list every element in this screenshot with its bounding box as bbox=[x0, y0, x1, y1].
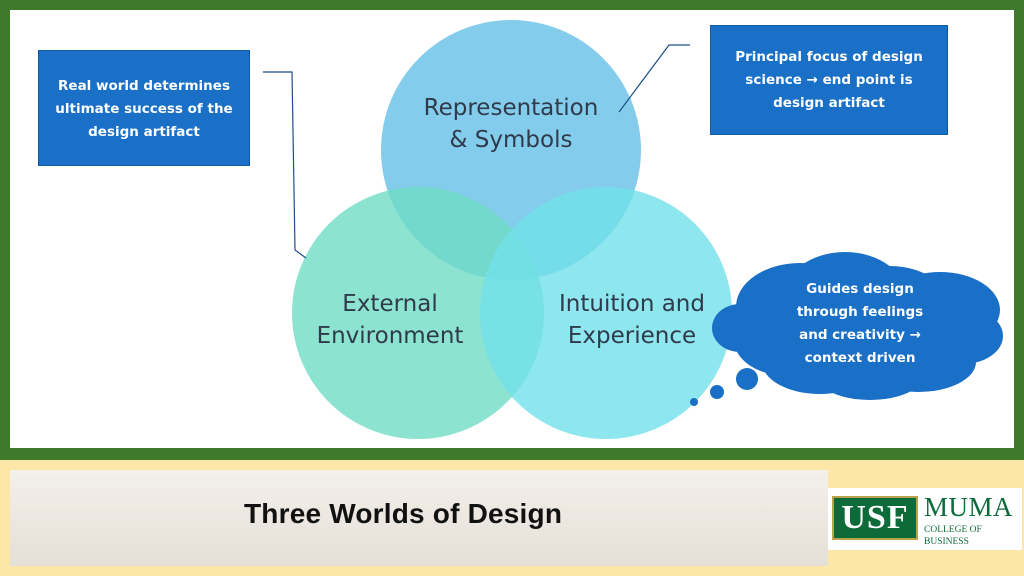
thought-cloud bbox=[712, 252, 1003, 400]
circle-label-intuition: Intuition and Experience bbox=[559, 291, 705, 349]
circle-label-representation: Representation & Symbols bbox=[423, 95, 599, 153]
thought-bubble-text: Guides design through feelings and creat… bbox=[796, 281, 924, 366]
venn-diagram bbox=[263, 20, 1003, 439]
usf-muma-logo: USF MUMA COLLEGE OF BUSINESS bbox=[828, 488, 1022, 550]
connector-line-right bbox=[618, 44, 690, 113]
logo-usf-mark: USF bbox=[832, 496, 918, 540]
circle-intuition bbox=[480, 187, 732, 439]
logo-college-text: COLLEGE OF BUSINESS bbox=[924, 525, 982, 547]
thought-bubble-dots bbox=[690, 368, 758, 406]
circle-external bbox=[292, 187, 544, 439]
connector-line-left bbox=[263, 71, 307, 259]
circle-label-external: External Environment bbox=[316, 291, 464, 349]
diagram-canvas: Representation & Symbols External Enviro… bbox=[10, 10, 1014, 448]
slide-title: Three Worlds of Design bbox=[244, 498, 563, 529]
logo-muma-text: MUMA bbox=[924, 492, 1014, 522]
callout-principal-focus: Principal focus of design science → end … bbox=[710, 25, 948, 135]
callout-real-world: Real world determines ultimate success o… bbox=[38, 50, 250, 166]
footer-bar bbox=[10, 470, 828, 566]
